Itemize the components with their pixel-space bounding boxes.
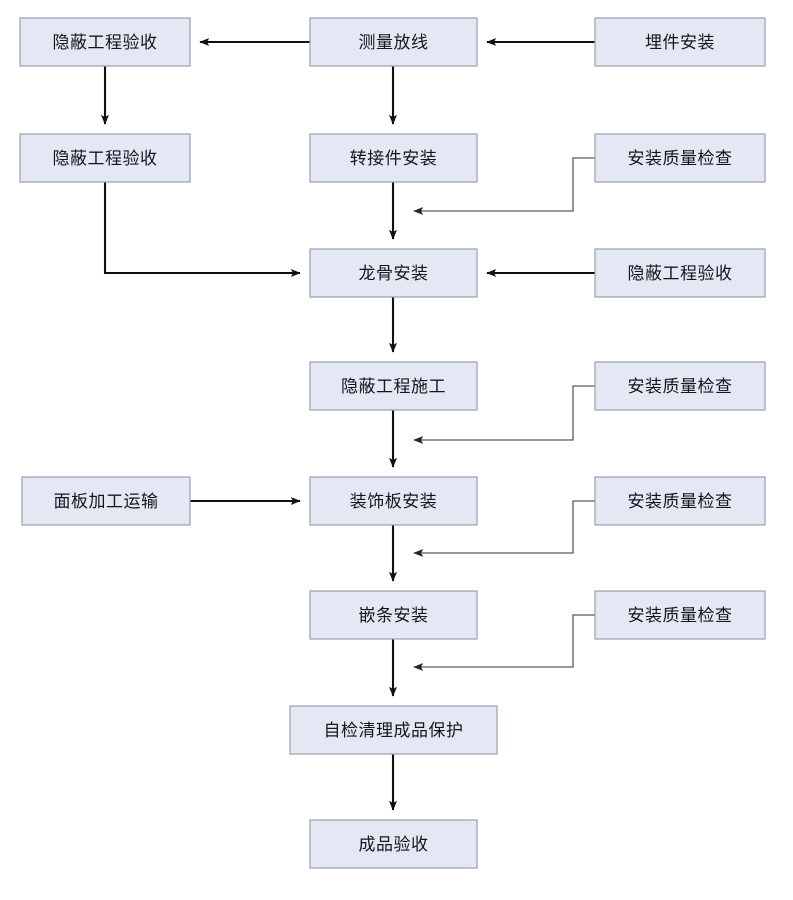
flow-node-box[interactable]: [289, 705, 498, 755]
flow-node-box[interactable]: [309, 590, 478, 640]
flow-node-label: 隐蔽工程验收: [53, 149, 158, 169]
flow-node-label: 转接件安装: [350, 149, 438, 169]
flow-node[interactable]: 自检清理成品保护: [289, 705, 498, 755]
flow-node-label: 成品验收: [359, 835, 429, 855]
flow-node-label: 隐蔽工程验收: [628, 264, 733, 284]
flow-node-box[interactable]: [309, 248, 478, 298]
flow-node[interactable]: 安装质量检查: [594, 361, 766, 411]
flow-node[interactable]: 面板加工运输: [21, 476, 191, 526]
flow-node[interactable]: 龙骨安装: [309, 248, 478, 298]
flow-node-label: 隐蔽工程验收: [53, 33, 158, 53]
flow-node-label: 安装质量检查: [628, 606, 733, 626]
flow-node-box[interactable]: [594, 17, 766, 67]
flow-node-box[interactable]: [594, 590, 766, 640]
flow-node-label: 自检清理成品保护: [324, 721, 464, 741]
flow-node[interactable]: 装饰板安装: [309, 476, 478, 526]
flow-node-label: 测量放线: [359, 33, 429, 53]
flow-node-box[interactable]: [19, 133, 191, 183]
flow-node-label: 龙骨安装: [359, 264, 429, 284]
flow-node[interactable]: 安装质量检查: [594, 476, 766, 526]
flow-node-box[interactable]: [594, 248, 766, 298]
flow-edge: [103, 182, 301, 277]
flow-node[interactable]: 测量放线: [309, 17, 478, 67]
flow-node-box[interactable]: [21, 476, 191, 526]
flow-node-box[interactable]: [19, 17, 191, 67]
flow-node-label: 隐蔽工程施工: [341, 377, 446, 397]
flow-node[interactable]: 隐蔽工程验收: [594, 248, 766, 298]
flow-node[interactable]: 隐蔽工程施工: [309, 361, 478, 411]
flow-node[interactable]: 隐蔽工程验收: [19, 17, 191, 67]
flow-edge: [413, 157, 595, 215]
nodes-layer: 隐蔽工程验收测量放线埋件安装隐蔽工程验收转接件安装安装质量检查龙骨安装隐蔽工程验…: [19, 17, 766, 869]
flow-node-box[interactable]: [309, 819, 478, 869]
flow-node-box[interactable]: [309, 361, 478, 411]
flow-node-box[interactable]: [309, 476, 478, 526]
flow-node-label: 安装质量检查: [628, 377, 733, 397]
flow-node-label: 嵌条安装: [359, 606, 429, 626]
flow-node-label: 面板加工运输: [54, 492, 159, 512]
flow-node-box[interactable]: [594, 476, 766, 526]
flow-node-box[interactable]: [594, 133, 766, 183]
flow-node-box[interactable]: [309, 17, 478, 67]
edges-layer: [101, 38, 595, 811]
flow-node-box[interactable]: [309, 133, 478, 183]
flow-edge: [413, 385, 595, 444]
flow-node[interactable]: 转接件安装: [309, 133, 478, 183]
flow-edge: [413, 500, 595, 557]
flow-node-label: 安装质量检查: [628, 492, 733, 512]
flow-node-label: 装饰板安装: [350, 492, 438, 512]
flow-node[interactable]: 隐蔽工程验收: [19, 133, 191, 183]
flow-node[interactable]: 嵌条安装: [309, 590, 478, 640]
flow-edge: [413, 614, 595, 671]
flow-node[interactable]: 成品验收: [309, 819, 478, 869]
flow-node-label: 安装质量检查: [628, 149, 733, 169]
flow-node-box[interactable]: [594, 361, 766, 411]
flow-node[interactable]: 安装质量检查: [594, 133, 766, 183]
flow-node[interactable]: 埋件安装: [594, 17, 766, 67]
flow-node-label: 埋件安装: [645, 33, 715, 53]
flow-node[interactable]: 安装质量检查: [594, 590, 766, 640]
